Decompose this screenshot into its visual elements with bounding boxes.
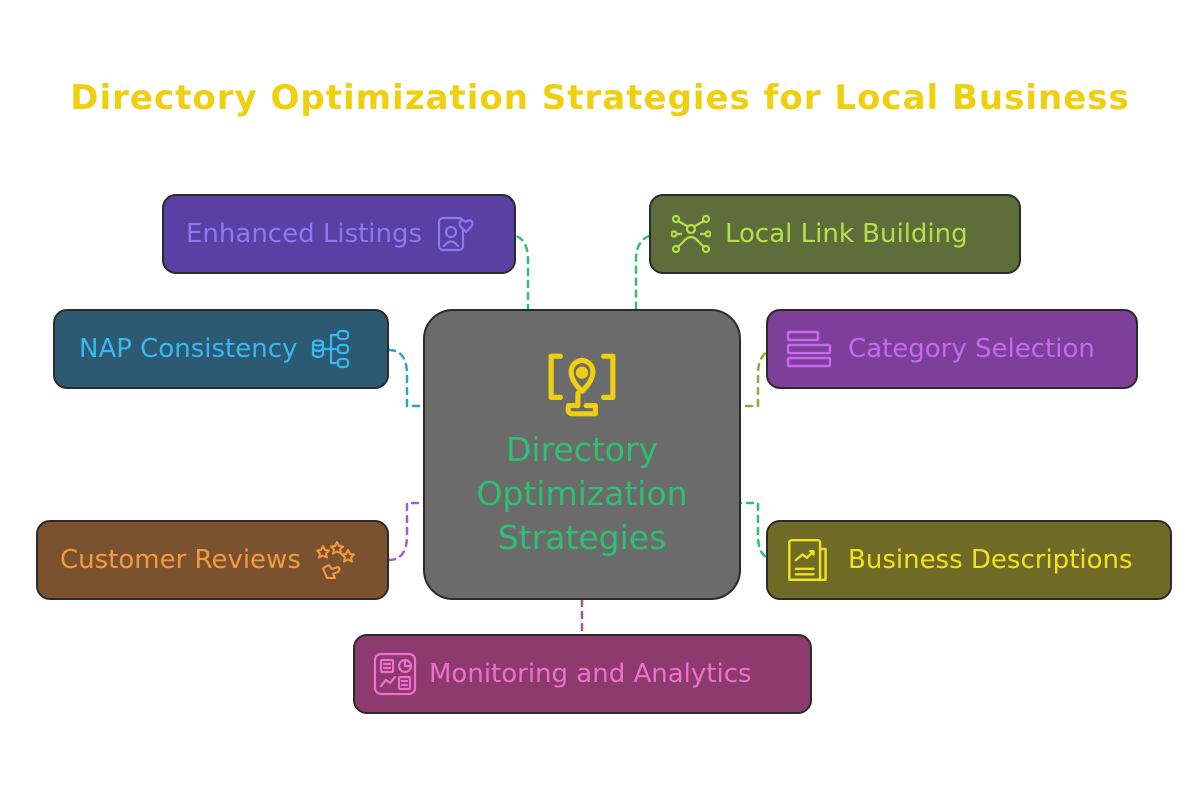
database-tree-icon [312,329,350,369]
node-label: Category Selection [848,334,1095,364]
node-nap-consistency[interactable]: NAP Consistency [53,309,389,389]
node-business-descriptions[interactable]: Business Descriptions [766,520,1172,600]
diagram-title: Directory Optimization Strategies for Lo… [70,78,1130,118]
stars-hand-icon [315,541,355,579]
network-people-icon [671,214,711,254]
location-pin-icon [548,353,616,416]
document-chart-icon [788,538,827,582]
node-label: Enhanced Listings [186,219,423,249]
node-local-link-building[interactable]: Local Link Building [649,194,1021,274]
node-enhanced-listings[interactable]: Enhanced Listings [162,194,516,274]
node-label: Local Link Building [725,219,968,249]
node-label: Customer Reviews [60,545,301,575]
connector-reviews [387,501,425,562]
node-customer-reviews[interactable]: Customer Reviews [36,520,389,600]
profile-heart-icon [437,216,474,252]
node-label: NAP Consistency [79,334,298,364]
center-label: Directory Optimization Strategies [476,429,688,557]
node-monitoring-analytics[interactable]: Monitoring and Analytics [353,634,812,714]
bars-layout-icon [786,330,832,368]
center-node[interactable]: Directory Optimization Strategies [423,309,741,600]
node-label: Monitoring and Analytics [429,659,752,689]
node-category-selection[interactable]: Category Selection [766,309,1138,389]
connector-nap [387,348,425,408]
node-label: Business Descriptions [848,545,1133,575]
dashboard-icon [373,652,417,696]
